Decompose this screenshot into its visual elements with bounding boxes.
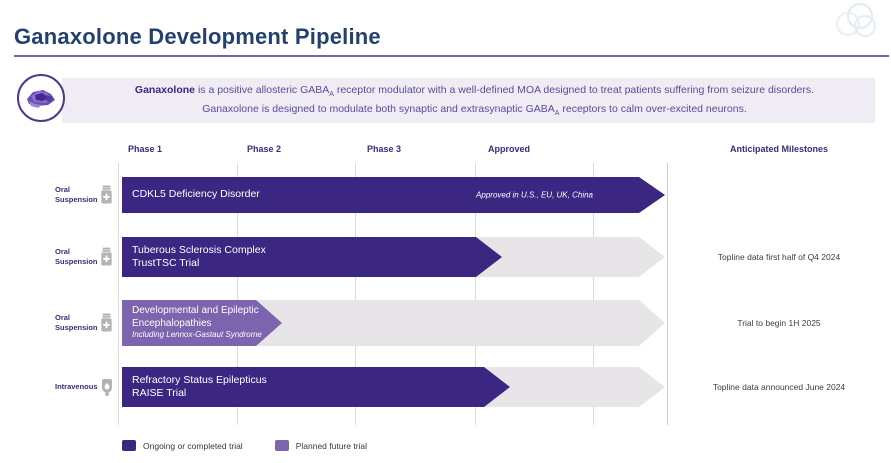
column-header-phase3: Phase 3 bbox=[367, 144, 402, 154]
gridline bbox=[475, 163, 476, 425]
gridline bbox=[593, 163, 594, 425]
page-title: Ganaxolone Development Pipeline bbox=[14, 24, 381, 49]
trial-bar: CDKL5 Deficiency Disorder Approved in U.… bbox=[122, 177, 665, 213]
trial-title: CDKL5 Deficiency Disorder bbox=[132, 188, 260, 201]
trial-title: Tuberous Sclerosis Complex bbox=[132, 243, 266, 256]
gridline bbox=[355, 163, 356, 425]
row-track: Refractory Status Epilepticus RAISE Tria… bbox=[122, 367, 891, 407]
legend-item-ongoing: Ongoing or completed trial bbox=[122, 440, 243, 451]
legend: Ongoing or completed trial Planned futur… bbox=[122, 440, 367, 451]
column-header-phase2: Phase 2 bbox=[247, 144, 282, 154]
legend-swatch-ongoing bbox=[122, 440, 136, 451]
legend-label: Ongoing or completed trial bbox=[143, 440, 243, 451]
intro-line-2: Ganaxolone is designed to modulate both … bbox=[202, 102, 747, 117]
intro-line-1: Ganaxolone is a positive allosteric GABA… bbox=[134, 83, 815, 98]
column-header-phase1: Phase 1 bbox=[128, 144, 163, 154]
row-track: CDKL5 Deficiency Disorder Approved in U.… bbox=[122, 177, 891, 213]
legend-item-planned: Planned future trial bbox=[274, 440, 368, 451]
trial-subtitle: RAISE Trial bbox=[132, 387, 187, 399]
legend-swatch-planned bbox=[274, 440, 289, 451]
trial-bar: Refractory Status Epilepticus RAISE Tria… bbox=[122, 367, 510, 407]
pipeline-row-rse: Intravenous Refractory Status Epilepticu… bbox=[0, 367, 891, 407]
row-track: Tuberous Sclerosis Complex TrustTSC Tria… bbox=[122, 237, 891, 277]
trial-bar: Tuberous Sclerosis Complex TrustTSC Tria… bbox=[122, 237, 502, 277]
milestone-text: Trial to begin 1H 2025 bbox=[737, 318, 821, 328]
intro-text: Ganaxolone is a positive allosteric GABA… bbox=[62, 78, 875, 123]
trial-subtitle: TrustTSC Trial bbox=[132, 257, 200, 269]
trial-title: Developmental and Epileptic bbox=[132, 305, 259, 317]
route-label: Oral Suspension bbox=[55, 312, 98, 332]
milestone-text: Topline data announced June 2024 bbox=[712, 382, 846, 392]
milestone-text: Topline data first half of Q4 2024 bbox=[717, 252, 841, 262]
trial-note: Including Lennox-Gastaut Syndrome bbox=[132, 330, 262, 340]
route-label: Oral Suspension bbox=[55, 246, 98, 266]
legend-label: Planned future trial bbox=[295, 440, 368, 451]
iv-bag-icon bbox=[99, 367, 117, 407]
column-header-milestones: Anticipated Milestones bbox=[729, 144, 828, 154]
pill-bottle-icon bbox=[99, 300, 117, 346]
milestones-divider bbox=[667, 163, 668, 425]
gridline bbox=[237, 163, 238, 425]
pill-bottle-icon bbox=[99, 237, 117, 277]
pipeline-row-cdkl5: Oral Suspension CDKL5 Deficiency Disorde… bbox=[0, 177, 891, 213]
title-underline bbox=[14, 55, 889, 57]
gridline bbox=[118, 163, 119, 425]
trial-bar: Developmental and Epileptic Encephalopat… bbox=[122, 300, 282, 346]
column-header-approved: Approved bbox=[488, 144, 531, 154]
route-label: Intravenous bbox=[55, 381, 98, 391]
trial-title: Refractory Status Epilepticus bbox=[132, 373, 267, 386]
molecule-icon bbox=[17, 74, 65, 122]
pipeline-row-dee: Oral Suspension Developmental and Epilep… bbox=[0, 300, 891, 346]
row-track: Developmental and Epileptic Encephalopat… bbox=[122, 300, 891, 346]
route-label: Oral Suspension bbox=[55, 184, 98, 204]
overlapping-circles-logo bbox=[829, 2, 885, 46]
milestone-text bbox=[667, 177, 891, 213]
trial-subtitle: Encephalopathies bbox=[132, 317, 212, 329]
pipeline-row-tsc: Oral Suspension Tuberous Sclerosis Compl… bbox=[0, 237, 891, 277]
approval-note: Approved in U.S., EU, UK, China bbox=[476, 190, 593, 200]
pill-bottle-icon bbox=[99, 177, 117, 213]
